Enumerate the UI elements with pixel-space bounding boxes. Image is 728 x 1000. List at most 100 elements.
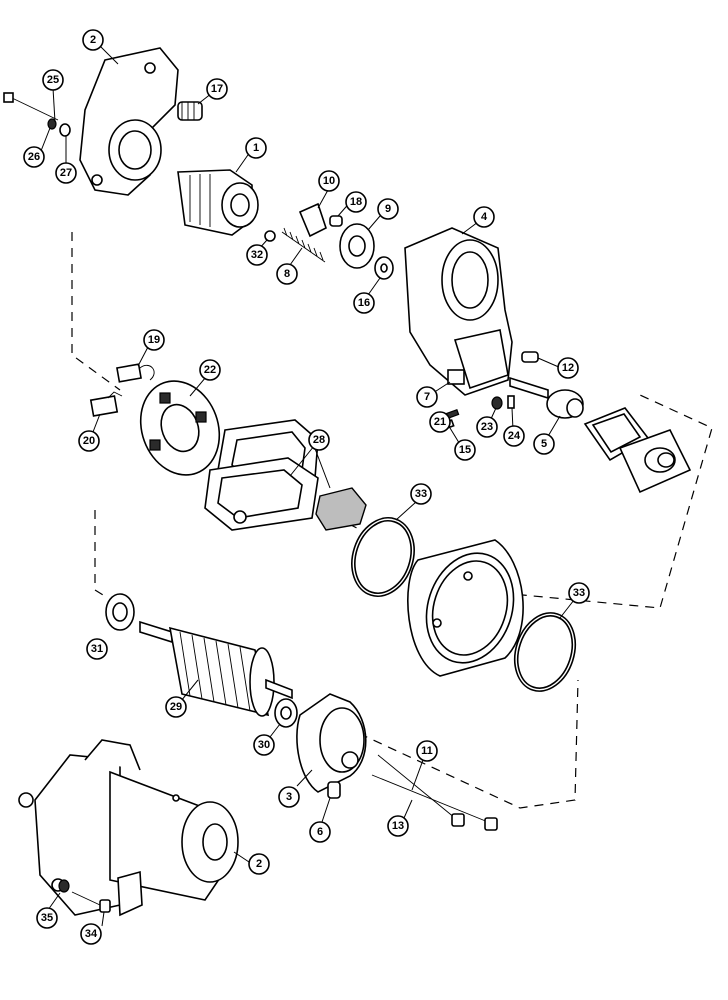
callout-2-top: 2 xyxy=(82,29,104,51)
callout-2-bottom: 2 xyxy=(248,853,270,875)
callout-label-13: 13 xyxy=(392,820,404,832)
callout-4: 4 xyxy=(473,206,495,228)
callout-27: 27 xyxy=(55,162,77,184)
callout-24: 24 xyxy=(503,425,525,447)
washer-35 xyxy=(58,879,70,893)
callout-label-1: 1 xyxy=(253,142,259,154)
callout-label-5: 5 xyxy=(541,438,547,450)
callout-5: 5 xyxy=(533,433,555,455)
callout-label-12: 12 xyxy=(562,362,574,374)
callout-34: 34 xyxy=(80,923,102,945)
callout-label-16: 16 xyxy=(358,297,370,309)
intermediate-gear xyxy=(339,223,375,269)
callout-label-24: 24 xyxy=(508,430,521,442)
callout-20: 20 xyxy=(78,430,100,452)
callout-label-11: 11 xyxy=(421,745,433,757)
callout-label-9: 9 xyxy=(385,203,391,215)
callout-17: 17 xyxy=(206,78,228,100)
callout-7: 7 xyxy=(416,386,438,408)
callout-26: 26 xyxy=(23,146,45,168)
callout-12: 12 xyxy=(557,357,579,379)
callout-label-29: 29 xyxy=(170,701,182,713)
through-bolt-11 xyxy=(377,754,465,827)
ball-32 xyxy=(264,230,276,242)
callout-label-32: 32 xyxy=(251,249,263,261)
bolt-25 xyxy=(3,92,71,137)
leader-lines xyxy=(38,45,575,927)
callout-33-rear: 33 xyxy=(568,582,590,604)
brush-20 xyxy=(89,391,123,417)
callout-label-31: 31 xyxy=(91,643,103,655)
bearing-30 xyxy=(274,698,298,728)
lower-group-outline xyxy=(94,510,579,809)
callout-13: 13 xyxy=(387,815,409,837)
pin-18 xyxy=(329,215,343,227)
callout-label-35: 35 xyxy=(41,912,53,924)
callout-19: 19 xyxy=(143,329,165,351)
bearing-31 xyxy=(105,593,135,631)
callout-label-25: 25 xyxy=(47,74,59,86)
assembled-starter xyxy=(18,739,239,917)
callout-23: 23 xyxy=(476,416,498,438)
callout-29: 29 xyxy=(165,696,187,718)
through-bolt-13 xyxy=(371,774,498,831)
solenoid-plunger xyxy=(509,376,584,419)
o-ring-front xyxy=(351,517,415,597)
callout-label-6: 6 xyxy=(317,826,323,838)
callout-label-21: 21 xyxy=(434,416,446,428)
callout-label-23: 23 xyxy=(481,421,493,433)
spring-8 xyxy=(281,227,326,263)
callout-25: 25 xyxy=(42,69,64,91)
callout-label-10: 10 xyxy=(323,175,335,187)
callout-label-15: 15 xyxy=(459,444,471,456)
callout-label-33-front: 33 xyxy=(415,488,427,500)
drive-end-housing xyxy=(79,47,179,196)
callout-label-20: 20 xyxy=(83,435,95,447)
callout-11: 11 xyxy=(416,740,438,762)
nut-23 xyxy=(491,396,503,410)
callout-31: 31 xyxy=(86,638,108,660)
o-ring-rear xyxy=(513,612,577,692)
callout-9: 9 xyxy=(377,198,399,220)
callout-16: 16 xyxy=(353,292,375,314)
callout-15: 15 xyxy=(454,439,476,461)
callout-label-2-bottom: 2 xyxy=(256,858,262,870)
callout-label-22: 22 xyxy=(204,364,216,376)
callout-28: 28 xyxy=(308,429,330,451)
solenoid-cover xyxy=(618,429,692,494)
callout-label-4: 4 xyxy=(481,211,488,223)
callout-label-28: 28 xyxy=(313,434,325,446)
callout-label-3: 3 xyxy=(286,791,292,803)
callout-1: 1 xyxy=(245,137,267,159)
shift-lever xyxy=(298,202,327,238)
callout-label-2-top: 2 xyxy=(90,34,96,46)
callout-label-17: 17 xyxy=(211,83,223,95)
frame-yoke xyxy=(407,539,524,677)
callout-label-33-rear: 33 xyxy=(573,587,585,599)
armature xyxy=(139,620,293,717)
pin-12 xyxy=(521,351,539,363)
callout-10: 10 xyxy=(318,170,340,192)
pinion-gear xyxy=(177,101,203,121)
field-coils xyxy=(204,419,367,531)
callout-21: 21 xyxy=(429,411,451,433)
drive-clutch xyxy=(177,169,259,236)
bolt-34 xyxy=(71,891,111,913)
callout-33-front: 33 xyxy=(410,483,432,505)
callout-label-8: 8 xyxy=(284,268,290,280)
callout-label-18: 18 xyxy=(350,196,362,208)
callout-18: 18 xyxy=(345,191,367,213)
callout-32: 32 xyxy=(246,244,268,266)
solenoid-housing xyxy=(404,227,513,396)
callout-3: 3 xyxy=(278,786,300,808)
callout-label-7: 7 xyxy=(424,391,430,403)
screw-24 xyxy=(507,395,515,409)
callout-35: 35 xyxy=(36,907,58,929)
callout-30: 30 xyxy=(253,734,275,756)
callout-22: 22 xyxy=(199,359,221,381)
callout-label-27: 27 xyxy=(60,167,72,179)
callout-label-34: 34 xyxy=(85,928,98,940)
callout-8: 8 xyxy=(276,263,298,285)
callout-label-30: 30 xyxy=(258,739,270,751)
